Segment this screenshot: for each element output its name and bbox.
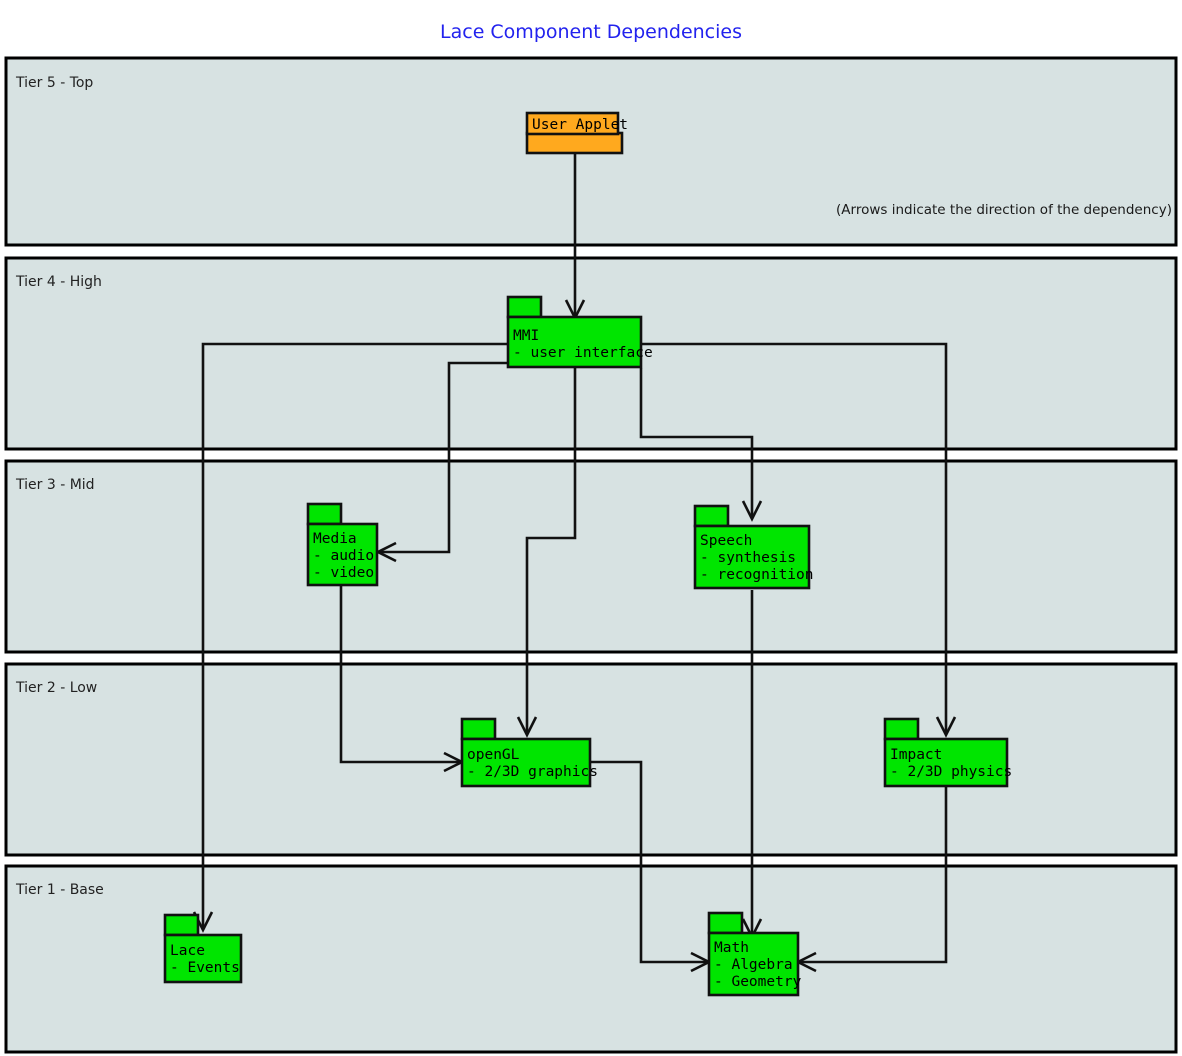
dep-mmi-to-impact [641, 342, 957, 738]
tier-1-rect [4, 864, 1178, 1054]
package-speech[interactable]: Speech - synthesis - recognition [693, 504, 814, 590]
tier-3-label: Tier 3 - Mid [15, 477, 95, 493]
media-body[interactable] [306, 522, 379, 587]
mmi-line-1: - user interface [513, 345, 653, 361]
package-lace[interactable]: Lace - Events [163, 913, 243, 984]
mmi-name: MMI [513, 328, 539, 344]
tier-5-label: Tier 5 - Top [15, 75, 93, 91]
impact-body[interactable] [883, 737, 1009, 788]
user-applet-name: User Applet [532, 117, 628, 133]
mmi-body[interactable] [506, 315, 643, 369]
media-tab[interactable] [306, 502, 343, 526]
arrows-note: (Arrows indicate the direction of the de… [836, 202, 1172, 218]
tier-1-container: Tier 1 - Base [4, 864, 1178, 1054]
tier-3-rect [4, 459, 1178, 654]
speech-tab[interactable] [693, 504, 730, 528]
page-title: Lace Component Dependencies [440, 21, 742, 43]
math-name: Math [714, 940, 749, 956]
speech-line-1: - synthesis [700, 550, 796, 566]
impact-name: Impact [890, 747, 942, 763]
math-tab[interactable] [707, 911, 744, 935]
user-applet-body[interactable] [525, 131, 624, 155]
package-opengl[interactable]: openGL - 2/3D graphics [460, 717, 598, 788]
tier-4-label: Tier 4 - High [15, 274, 102, 290]
tier-1-label: Tier 1 - Base [15, 882, 104, 898]
package-impact[interactable]: Impact - 2/3D physics [883, 717, 1012, 788]
media-line-1: - audio [313, 548, 374, 564]
math-line-1: - Algebra [714, 957, 793, 973]
package-math[interactable]: Math - Algebra - Geometry [707, 911, 802, 997]
speech-line-2: - recognition [700, 567, 814, 583]
lace-line-1: - Events [170, 960, 240, 976]
math-line-2: - Geometry [714, 974, 802, 990]
package-user-applet[interactable]: User Applet [525, 111, 628, 155]
tier-4-rect [4, 256, 1178, 451]
opengl-body[interactable] [460, 737, 592, 788]
impact-line-1: - 2/3D physics [890, 764, 1012, 780]
tier-2-label: Tier 2 - Low [15, 680, 97, 696]
lace-name: Lace [170, 943, 205, 959]
tier-4-container: Tier 4 - High [4, 256, 1178, 451]
user-applet-tab[interactable] [525, 111, 620, 136]
package-media[interactable]: Media - audio - video [306, 502, 379, 587]
speech-name: Speech [700, 533, 752, 549]
opengl-name: openGL [467, 747, 520, 763]
opengl-line-1: - 2/3D graphics [467, 764, 598, 780]
dep-mmi-to-opengl [516, 368, 577, 738]
mmi-tab[interactable] [506, 295, 543, 319]
impact-tab[interactable] [883, 717, 920, 741]
media-name: Media [313, 531, 357, 547]
math-body[interactable] [707, 931, 800, 997]
opengl-tab[interactable] [460, 717, 497, 741]
lace-body[interactable] [163, 933, 243, 984]
media-line-2: - video [313, 565, 374, 581]
speech-body[interactable] [693, 524, 811, 590]
tier-3-container: Tier 3 - Mid [4, 459, 1178, 654]
lace-tab[interactable] [163, 913, 200, 937]
package-mmi[interactable]: MMI - user interface [506, 295, 653, 369]
dep-mmi-to-speech [639, 368, 763, 522]
